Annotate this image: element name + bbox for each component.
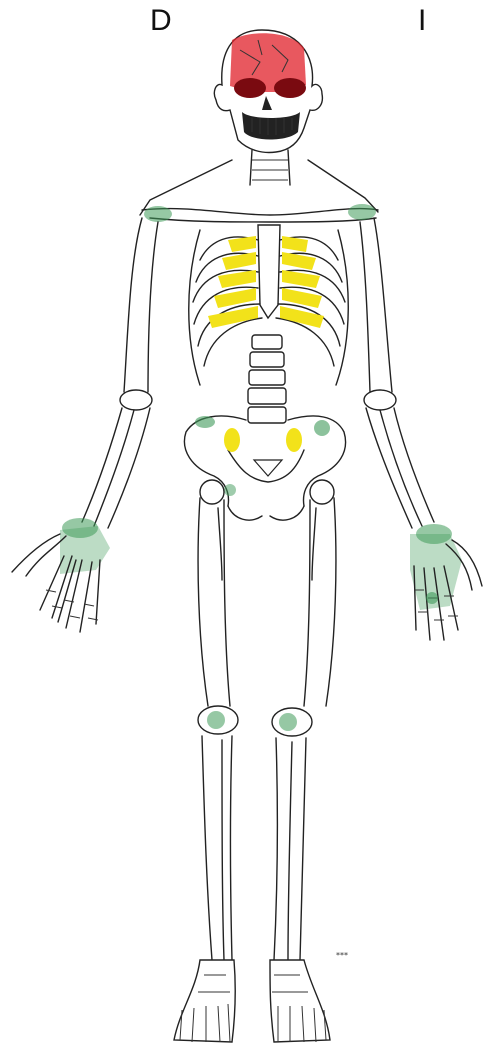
pelvis <box>184 416 345 520</box>
skull <box>214 30 322 153</box>
right-eye-socket <box>234 78 266 98</box>
right-sacroiliac-highlight <box>224 428 240 452</box>
left-eye-socket <box>274 78 306 98</box>
right-knee-highlight <box>207 711 225 729</box>
left-hand <box>410 534 482 640</box>
right-shoulder-highlight <box>144 206 172 222</box>
neck-and-clavicles <box>140 150 378 222</box>
left-shoulder-highlight <box>348 204 376 220</box>
right-leg <box>198 498 238 960</box>
lumbar-spine <box>248 335 286 423</box>
right-foot <box>174 960 235 1042</box>
small-mark-text: *** <box>336 951 348 960</box>
left-leg <box>272 498 336 960</box>
left-foot <box>270 960 330 1042</box>
left-knee-highlight <box>279 713 297 731</box>
right-hand <box>12 526 110 632</box>
left-hip-highlight <box>314 420 330 436</box>
right-arm <box>62 218 158 538</box>
left-sacroiliac-highlight <box>286 428 302 452</box>
left-arm <box>360 218 452 544</box>
right-hip-highlight <box>195 416 215 428</box>
